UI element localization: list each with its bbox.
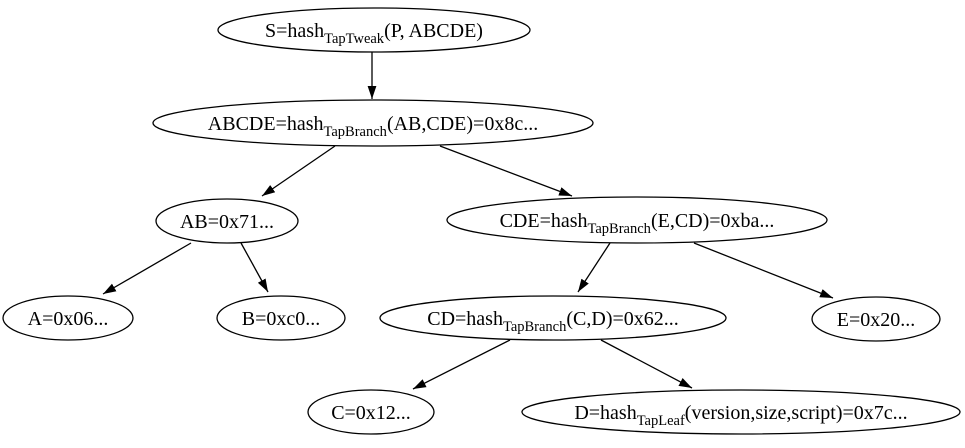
node-d-ellipse: [521, 389, 961, 435]
node-abcde-label: ABCDE=hashTapBranch(AB,CDE)=0x8c...: [208, 113, 538, 140]
node-b: B=0xc0...: [216, 295, 346, 341]
node-ab: AB=0x71...: [155, 198, 299, 244]
tree-edges: [102, 52, 834, 390]
node-d-label: D=hashTapLeaf(version,size,script)=0x7c.…: [574, 402, 907, 429]
node-c-label: C=0x12...: [331, 402, 411, 424]
edge-cd-c: [412, 339, 511, 390]
node-s-ellipse: [217, 7, 531, 53]
node-a: A=0x06...: [2, 295, 134, 341]
node-cde-ellipse: [446, 196, 828, 244]
node-b-label: B=0xc0...: [242, 308, 321, 330]
node-c: C=0x12...: [307, 389, 435, 435]
node-e-ellipse: [811, 296, 941, 342]
edge-cde-e: [693, 242, 834, 299]
edge-cd-d: [600, 339, 693, 389]
node-s: S=hashTapTweak(P, ABCDE): [217, 7, 531, 53]
node-s-label: S=hashTapTweak(P, ABCDE): [265, 20, 483, 47]
node-d: D=hashTapLeaf(version,size,script)=0x7c.…: [521, 389, 961, 435]
node-b-ellipse: [216, 295, 346, 341]
node-a-ellipse: [2, 295, 134, 341]
node-abcde-ellipse: [152, 99, 594, 147]
edge-ab-a: [102, 242, 192, 295]
node-ab-label: AB=0x71...: [180, 211, 274, 233]
node-cde: CDE=hashTapBranch(E,CD)=0xba...: [446, 196, 828, 244]
edge-abcde-ab: [261, 145, 336, 197]
node-cd-ellipse: [379, 295, 727, 341]
node-cd: CD=hashTapBranch(C,D)=0x62...: [379, 295, 727, 341]
edge-ab-b: [240, 242, 269, 293]
node-e-label: E=0x20...: [837, 309, 916, 331]
node-cde-label: CDE=hashTapBranch(E,CD)=0xba...: [500, 210, 775, 237]
node-ab-ellipse: [155, 198, 299, 244]
node-abcde: ABCDE=hashTapBranch(AB,CDE)=0x8c...: [152, 99, 594, 147]
node-a-label: A=0x06...: [28, 308, 109, 330]
edge-cde-cd: [577, 242, 611, 293]
node-cd-label: CD=hashTapBranch(C,D)=0x62...: [427, 308, 679, 335]
node-c-ellipse: [307, 389, 435, 435]
edge-abcde-cde: [439, 145, 573, 197]
node-e: E=0x20...: [811, 296, 941, 342]
